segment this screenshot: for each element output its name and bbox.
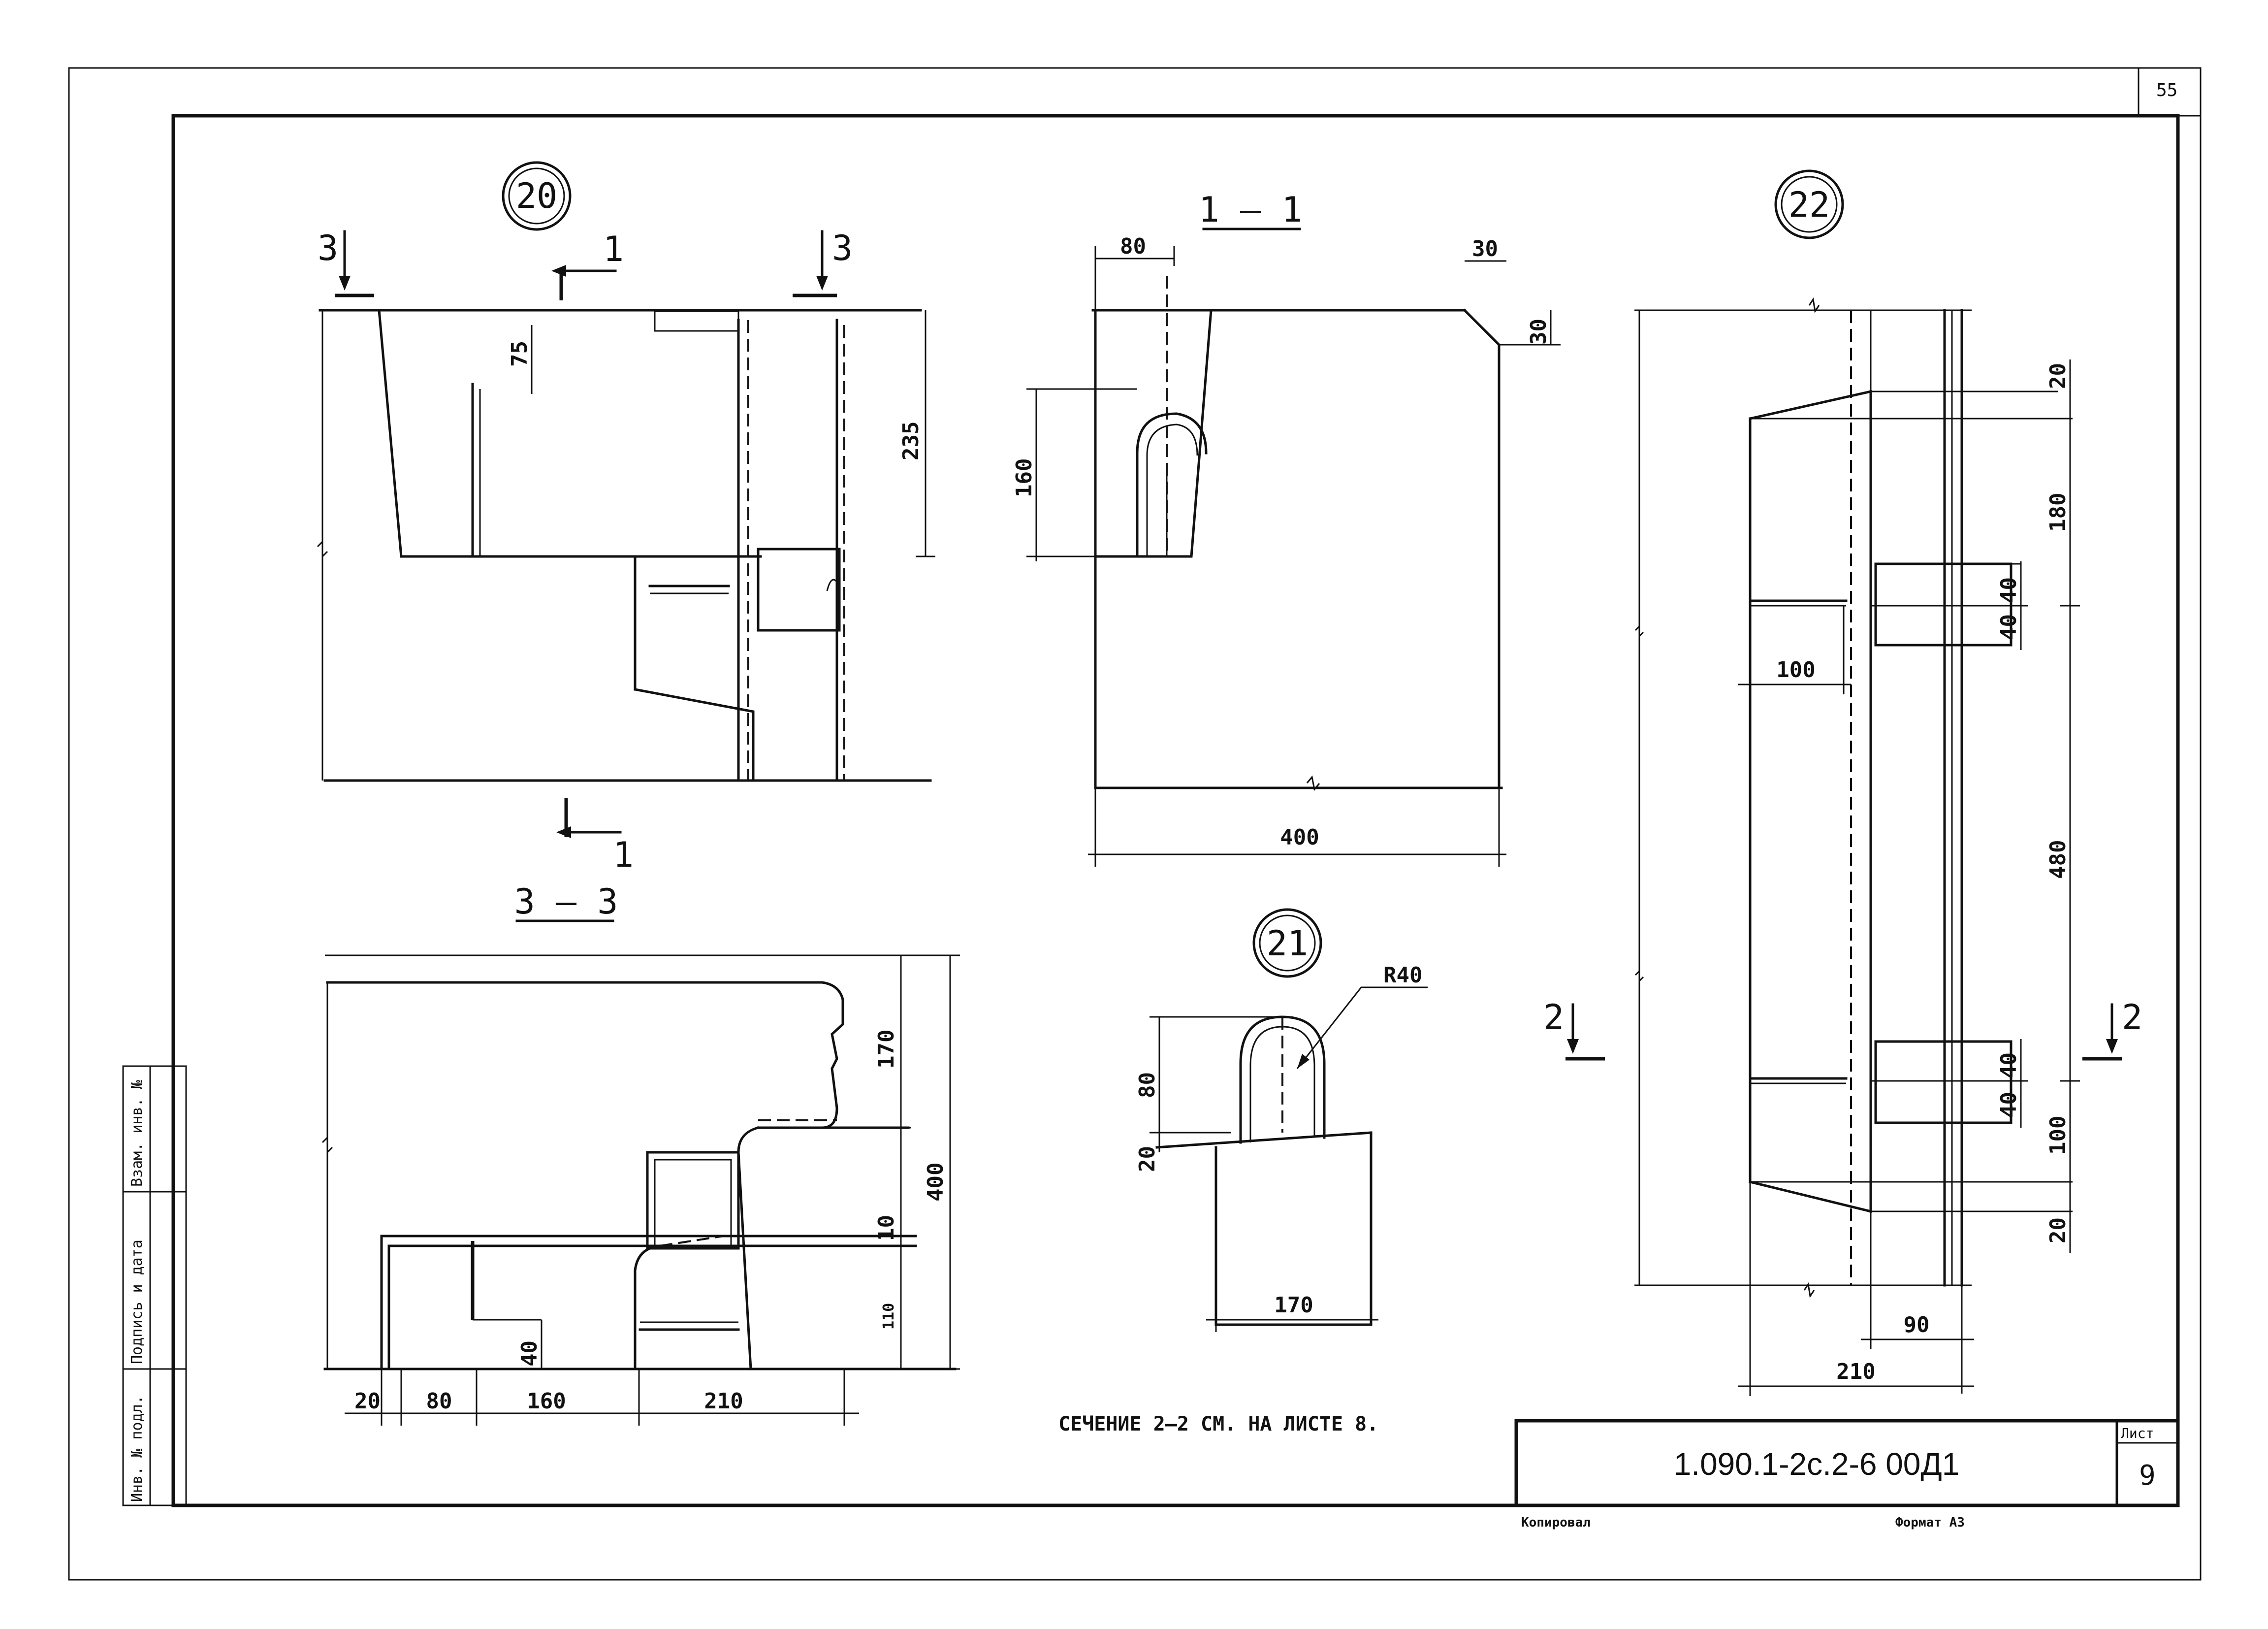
dim-11-30-side: 30	[1526, 319, 1551, 345]
dim-21-20: 20	[1135, 1146, 1160, 1172]
section-3-3-title: 3 – 3	[514, 881, 618, 922]
dim-22-180: 180	[2045, 493, 2071, 532]
dim-21-80: 80	[1135, 1072, 1160, 1098]
cut-2-right-label: 2	[2122, 997, 2142, 1038]
dim-20-75: 75	[507, 341, 532, 367]
dim-20-235: 235	[898, 422, 924, 460]
dim-11-30-top: 30	[1472, 236, 1498, 261]
dim-33-210: 210	[704, 1389, 743, 1414]
dim-22-100-left: 100	[1776, 657, 1815, 683]
section-1-1-title: 1 – 1	[1199, 190, 1303, 230]
detail-20-marker: 20	[516, 176, 557, 216]
dim-22-40-b: 40	[1996, 614, 2021, 640]
dim-33-80: 80	[426, 1389, 452, 1414]
cut-2-left-label: 2	[1543, 997, 1564, 1038]
dim-22-480: 480	[2045, 840, 2071, 879]
dim-33-160: 160	[527, 1389, 566, 1414]
cut-3-left-label: 3	[318, 228, 338, 268]
dim-33-170: 170	[874, 1030, 899, 1069]
side-stamp-vzam: Взам. инв. №	[128, 1080, 146, 1187]
detail-22-marker: 22	[1789, 185, 1830, 225]
dim-11-80: 80	[1120, 234, 1146, 259]
dim-22-40-d: 40	[1996, 1092, 2021, 1118]
dim-11-400: 400	[1280, 825, 1319, 850]
sheet-frame: 55	[68, 67, 2202, 1581]
dim-22-20-top: 20	[2045, 363, 2071, 389]
section-1-1: 1 – 1 80 30 30 160 400	[1012, 190, 1561, 867]
detail-22: 22 20 180	[1543, 169, 2142, 1396]
dim-33-40: 40	[517, 1340, 542, 1367]
dim-22-90: 90	[1904, 1312, 1930, 1337]
side-stamp: Инв. № подл. Подпись и дата Взам. инв. №	[122, 1065, 187, 1506]
dim-22-210: 210	[1836, 1359, 1875, 1384]
dim-33-20: 20	[354, 1389, 381, 1414]
sheet-label: Лист	[2121, 1425, 2154, 1441]
dim-22-20-bottom: 20	[2045, 1217, 2071, 1243]
cut-1-bottom-label: 1	[613, 835, 634, 875]
cut-3-right-label: 3	[832, 228, 853, 268]
dim-11-160: 160	[1012, 458, 1037, 497]
dim-33-400: 400	[923, 1163, 948, 1202]
sheet-number: 9	[2139, 1460, 2156, 1492]
detail-20: 20 3 3 1 1	[317, 161, 935, 875]
detail-21: 21 R40 80 20 170	[1135, 908, 1428, 1332]
dim-33-10: 10	[874, 1215, 899, 1241]
section-note: СЕЧЕНИЕ 2–2 СМ. НА ЛИСТЕ 8.	[1058, 1413, 1378, 1435]
dim-21-r40: R40	[1383, 963, 1422, 988]
section-3-3: 3 – 3 170 400 10 110 40	[321, 881, 960, 1426]
copied-by: Копировал	[1521, 1515, 1591, 1530]
cut-1-top-label: 1	[603, 229, 624, 269]
dim-22-40-a: 40	[1996, 577, 2021, 603]
dim-22-100-right: 100	[2045, 1116, 2071, 1155]
side-stamp-sign: Подпись и дата	[128, 1239, 146, 1364]
dim-21-170: 170	[1274, 1293, 1313, 1318]
side-stamp-inv: Инв. № подл.	[128, 1395, 146, 1502]
drawing-code: 1.090.1-2с.2-6 00Д1	[1674, 1446, 1960, 1482]
dim-22-40-c: 40	[1996, 1052, 2021, 1078]
dim-33-110: 110	[880, 1303, 897, 1330]
sheet-corner-number: 55	[2156, 80, 2177, 100]
detail-21-marker: 21	[1267, 923, 1308, 964]
title-block: 1.090.1-2с.2-6 00Д1 Лист 9 Копировал Фор…	[1514, 1419, 2180, 1530]
paper-format: Формат А3	[1895, 1515, 1965, 1530]
